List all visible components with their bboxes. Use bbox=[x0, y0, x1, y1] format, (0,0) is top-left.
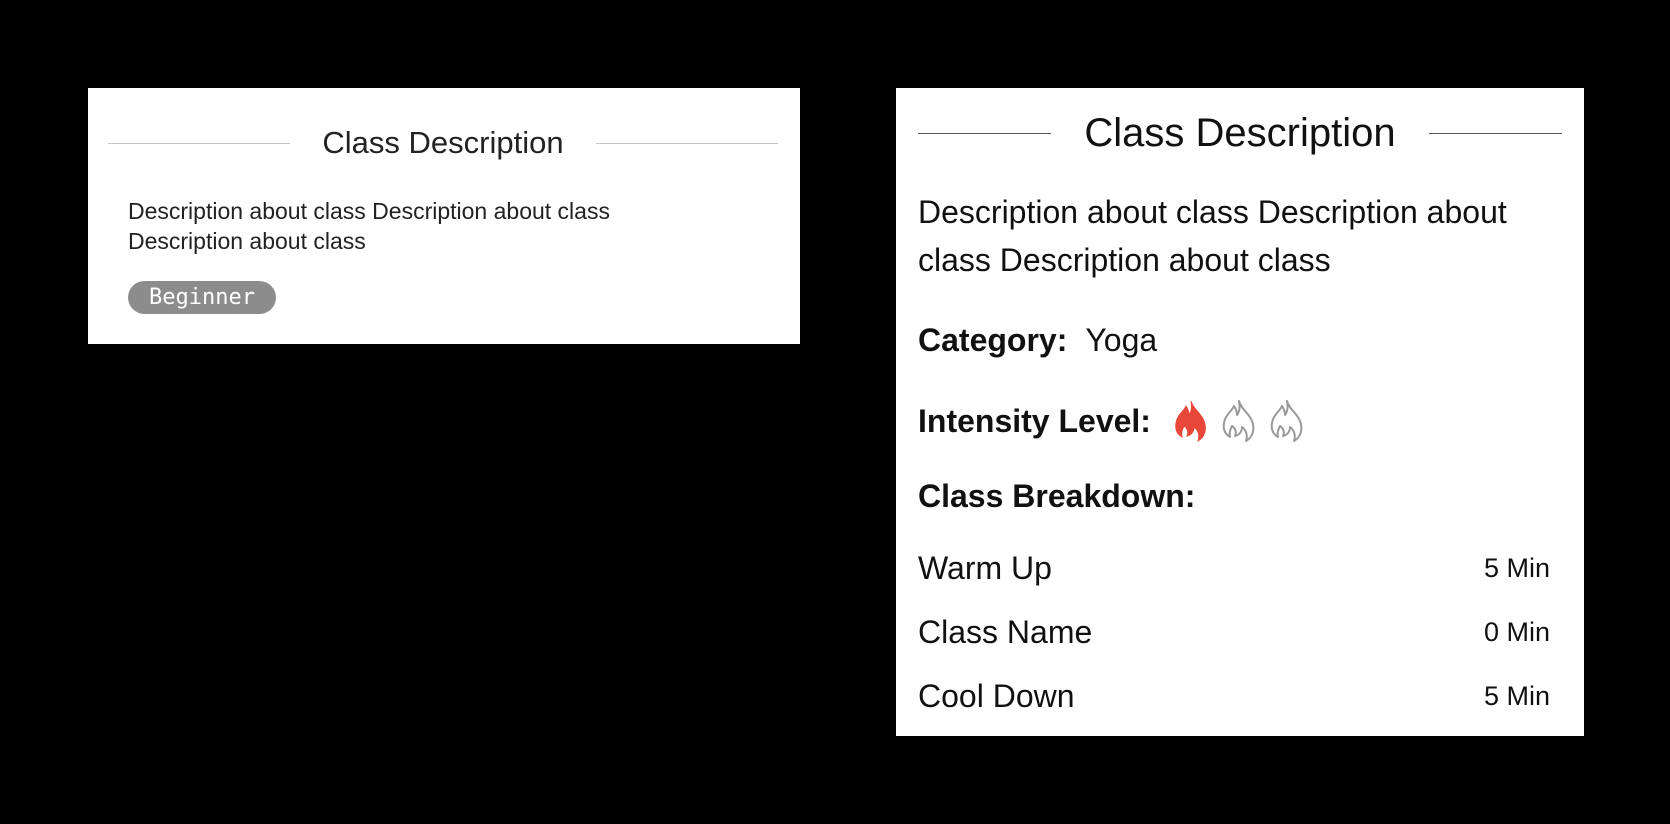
header-divider-left bbox=[108, 142, 291, 144]
card-header: Class Description bbox=[918, 108, 1562, 158]
breakdown-item-name: Warm Up bbox=[918, 549, 1052, 586]
header-divider-right bbox=[1428, 132, 1562, 134]
breakdown-item-duration: 0 Min bbox=[1483, 616, 1550, 647]
header-divider-right bbox=[595, 142, 779, 144]
breakdown-item-cool-down: Cool Down 5 Min bbox=[918, 664, 1550, 728]
flame-icon bbox=[1222, 400, 1255, 442]
category-label: Category: bbox=[918, 321, 1068, 358]
class-description-text: Description about class Description abou… bbox=[918, 194, 1507, 278]
level-badge: Beginner bbox=[128, 281, 276, 314]
card-header: Class Description bbox=[108, 124, 779, 162]
card-title: Class Description bbox=[1084, 110, 1396, 155]
flame-icon bbox=[1175, 400, 1206, 443]
breakdown-item-class-name: Class Name 0 Min bbox=[918, 600, 1550, 664]
breakdown-list: Warm Up 5 Min Class Name 0 Min Cool Down… bbox=[918, 536, 1550, 728]
breakdown-item-warm-up: Warm Up 5 Min bbox=[918, 536, 1550, 600]
category-value: Yoga bbox=[1085, 321, 1158, 358]
category-row: Category: Yoga bbox=[918, 318, 1157, 362]
intensity-label: Intensity Level: bbox=[918, 402, 1151, 439]
card-title: Class Description bbox=[322, 125, 564, 160]
intensity-rating bbox=[1171, 399, 1315, 443]
flame-icon bbox=[1270, 400, 1303, 442]
intensity-row: Intensity Level: bbox=[918, 398, 1315, 444]
breakdown-item-name: Class Name bbox=[918, 613, 1093, 650]
class-description-text: Description about class Description abou… bbox=[128, 198, 610, 254]
class-description-card-compact: Class Description Description about clas… bbox=[88, 88, 800, 344]
breakdown-item-duration: 5 Min bbox=[1483, 680, 1550, 711]
breakdown-item-name: Cool Down bbox=[918, 677, 1075, 714]
breakdown-item-duration: 5 Min bbox=[1483, 552, 1550, 583]
class-description-card-detailed: Class Description Description about clas… bbox=[896, 88, 1584, 736]
header-divider-left bbox=[918, 132, 1052, 134]
breakdown-heading: Class Breakdown: bbox=[918, 478, 1196, 514]
